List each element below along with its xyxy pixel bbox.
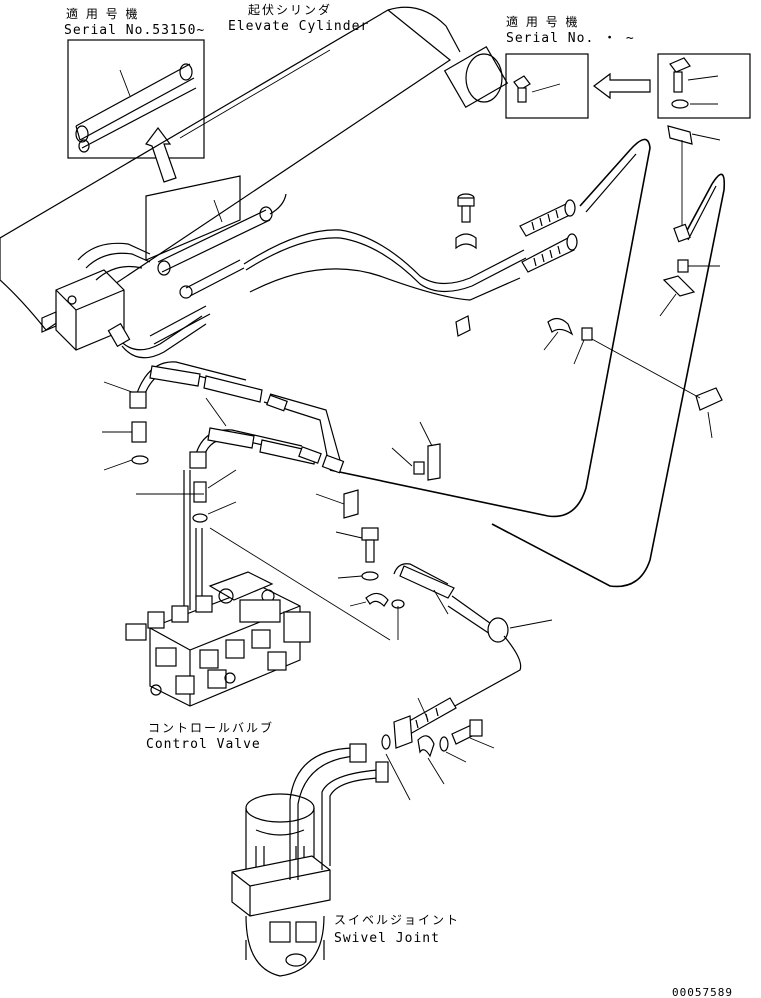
hose-lower-from-cylinder xyxy=(107,268,521,359)
clamp-middle-small xyxy=(391,421,441,481)
bracket-lower-middle xyxy=(315,489,359,519)
bolt-lower-middle xyxy=(335,527,379,563)
detail-arrow-up xyxy=(145,127,177,183)
swivel-joint-en-label: Swivel Joint xyxy=(334,931,440,946)
control-valve-en-label: Control Valve xyxy=(146,737,261,752)
detail-box-left xyxy=(67,39,205,159)
pipe-middle-connectors xyxy=(263,393,345,474)
hose-swivel-lower xyxy=(393,697,457,749)
arrow-left xyxy=(593,72,651,100)
hose-swivel-connector xyxy=(443,595,553,713)
oring-swivel xyxy=(381,734,411,801)
oring-middle-lower xyxy=(192,501,237,523)
drawing-code: 00057589 xyxy=(672,986,733,998)
detail-box-right-small xyxy=(505,53,589,119)
serial-top-right-jp: 適 用 号 機 xyxy=(506,14,579,29)
hose-swivel-upper xyxy=(391,563,455,615)
detail-box-right-large xyxy=(657,53,751,119)
swivel-joint xyxy=(231,743,389,977)
hose-upper-middle xyxy=(103,361,263,409)
hose-upper-from-cylinder xyxy=(179,229,527,299)
hose-lower-middle xyxy=(189,397,317,469)
fitting-middle-lower xyxy=(193,469,237,503)
hose-coupler-lower xyxy=(521,233,578,273)
oring-middle-left xyxy=(103,455,149,471)
steel-pipe-long xyxy=(329,138,651,518)
serial-top-left: Serial No.53150~ xyxy=(64,23,205,38)
clamp-mid-center xyxy=(455,315,471,337)
cylinder-detail-frame xyxy=(145,175,287,276)
bolt-swivel xyxy=(451,719,495,749)
elevate-cylinder xyxy=(0,6,509,331)
control-valve xyxy=(125,470,399,707)
clamp-top-center xyxy=(455,233,477,250)
bracket-top-right xyxy=(667,125,721,226)
serial-top-left-jp: 適 用 号 機 xyxy=(66,6,139,21)
clamp-lower-middle xyxy=(349,592,389,607)
cylinder-valve-block xyxy=(41,242,151,351)
swivel-joint-jp-label: スイベルジョイント xyxy=(334,913,460,927)
cylinder-en-label: Elevate Cylinder xyxy=(228,19,369,34)
cylinder-jp-label: 起伏シリンダ xyxy=(248,2,332,17)
clamp-right-2 xyxy=(589,337,723,439)
clamp-swivel xyxy=(417,735,445,785)
clamp-right-1 xyxy=(659,275,696,317)
hose-coupler-upper xyxy=(519,199,576,237)
washer-lower-middle xyxy=(337,571,379,581)
fitting-middle-left xyxy=(102,421,147,443)
washer-swivel xyxy=(439,736,467,763)
steel-pipe-right xyxy=(491,173,726,588)
fitting-right-tee xyxy=(673,223,720,273)
control-valve-jp-label: コントロールバルブ xyxy=(148,720,274,735)
bolt-top-center xyxy=(457,193,475,223)
serial-top-right: Serial No. ・ ~ xyxy=(506,31,635,46)
clamp-center-right xyxy=(543,317,593,365)
